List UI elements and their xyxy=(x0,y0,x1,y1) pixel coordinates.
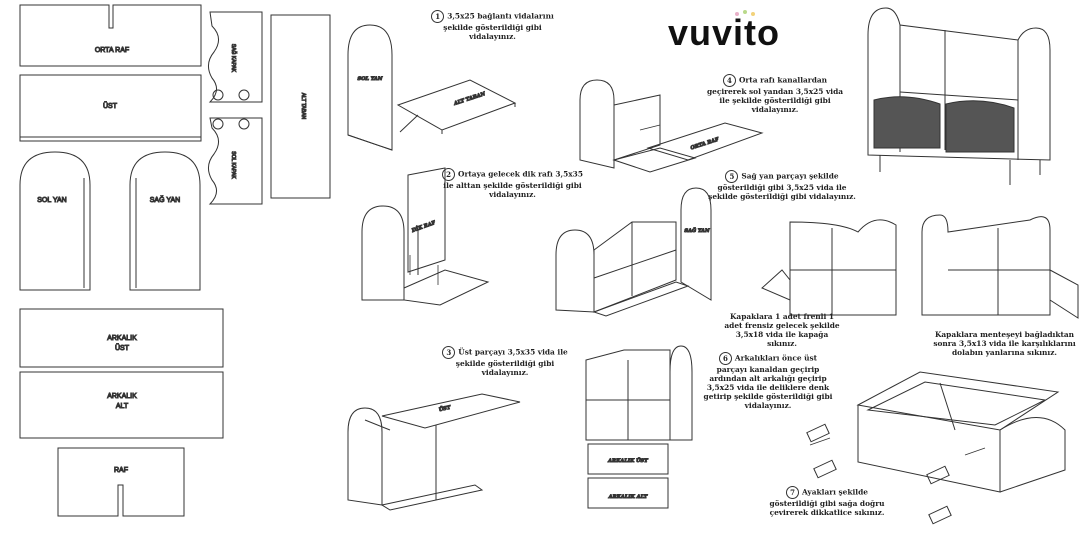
diagram-label-arkalik-alt: ARKALIK ALT xyxy=(608,494,649,500)
diagram-label-dik-raf: DİK RAF xyxy=(410,219,437,234)
step-2-number: 2 xyxy=(442,168,456,181)
diagram-label-orta-raf: ORTA RAF xyxy=(690,137,720,152)
step-1-description: 3,5x25 bağlantı vidalarını şekilde göste… xyxy=(443,11,554,41)
part-label-raf: RAF xyxy=(114,467,128,474)
brand-logo: vuvito xyxy=(668,12,780,54)
step1-figure: SOL YAN ALT TABAN xyxy=(347,24,517,151)
logo-dot-pink xyxy=(735,12,739,16)
diagram-label-alt-taban: ALT TABAN xyxy=(452,91,486,107)
part-arkalik-alt: ARKALIK ALT xyxy=(19,371,224,439)
step-3-number: 3 xyxy=(442,346,456,359)
part-label-arkalik-alt-2: ALT xyxy=(116,403,129,410)
diagram-label-ust: ÜST xyxy=(438,404,452,414)
step-5-number: 5 xyxy=(725,170,739,183)
diagram-label-arkalik-ust: ARKALIK ÜST xyxy=(607,457,649,464)
step-6-description: Arkalıkları önce üst parçayı kanaldan ge… xyxy=(703,353,833,410)
diagram-label-sol-yan: SOL YAN xyxy=(358,76,383,82)
step-3-description: Üst parçayı 3,5x35 vida ile şekilde göst… xyxy=(455,347,568,377)
part-label-arkalik-alt-1: ARKALIK xyxy=(107,393,137,400)
step7-figure xyxy=(806,371,1066,525)
step-1-number: 1 xyxy=(431,10,445,23)
step-7-description: Ayakları şekilde gösterildiği gibi sağa … xyxy=(769,487,885,517)
note-mentese: Kapaklara menteşeyi bağladıktan sonra 3,… xyxy=(932,330,1077,357)
part-sag-yan: SAĞ YAN xyxy=(129,151,201,291)
part-label-orta-raf: ORTA RAF xyxy=(95,47,129,54)
part-label-sag-yan: SAĞ YAN xyxy=(150,195,180,204)
logo-text: vuvito xyxy=(668,12,781,53)
part-raf: RAF xyxy=(57,447,185,517)
part-arkalik-ust: ARKALIK ÜST xyxy=(19,308,224,368)
step-5-description: Sağ yan parçayı şekilde gösterildiği gib… xyxy=(708,171,856,201)
arrows xyxy=(409,124,986,456)
note-kapak: Kapaklara 1 adet frenli 1 adet frensiz g… xyxy=(722,312,842,348)
part-sol-kapak: SOL KAPAK xyxy=(208,117,263,205)
part-label-alt-taban: ALT TABAN xyxy=(300,93,306,120)
diagram-label-sag-yan: SAĞ YAN xyxy=(684,226,710,234)
part-label-ust: ÜST xyxy=(103,102,118,110)
step-4-number: 4 xyxy=(722,74,736,87)
door-figure-left xyxy=(761,219,897,316)
part-label-sol-yan: SOL YAN xyxy=(37,197,66,204)
part-label-arkalik-ust-1: ARKALIK xyxy=(107,335,137,342)
part-alt-taban: ALT TABAN xyxy=(270,14,331,199)
logo-dot-yellow xyxy=(751,12,755,16)
note-mentese-text: Kapaklara menteşeyi bağladıktan sonra 3,… xyxy=(933,330,1076,357)
part-sol-yan: SOL YAN xyxy=(19,151,91,291)
step3-figure: ÜST xyxy=(347,393,521,511)
step-6-number: 6 xyxy=(718,352,732,365)
step-2-description: Ortaya gelecek dik rafı 3,5x35 ile altta… xyxy=(443,169,583,199)
step5-figure: SAĞ YAN xyxy=(555,187,712,317)
step-7-number: 7 xyxy=(786,486,799,499)
part-sag-kapak: SAĞ KAPAK xyxy=(208,11,263,103)
note-kapak-text: Kapaklara 1 adet frenli 1 adet frensiz g… xyxy=(724,312,840,348)
finished-cabinet xyxy=(867,7,1051,185)
part-label-sag-kapak: SAĞ KAPAK xyxy=(230,44,237,73)
door-figure-right xyxy=(921,214,1079,319)
part-label-arkalik-ust-2: ÜST xyxy=(115,344,130,352)
step-4-description: Orta rafı kanallardan geçirerek sol yand… xyxy=(706,75,844,114)
logo-dot-green xyxy=(743,10,747,14)
step6-figure: ARKALIK ÜST ARKALIK ALT xyxy=(585,345,693,509)
part-label-sol-kapak: SOL KAPAK xyxy=(230,151,236,179)
part-ust: ÜST xyxy=(19,74,202,142)
part-orta-raf: ORTA RAF xyxy=(19,4,202,67)
